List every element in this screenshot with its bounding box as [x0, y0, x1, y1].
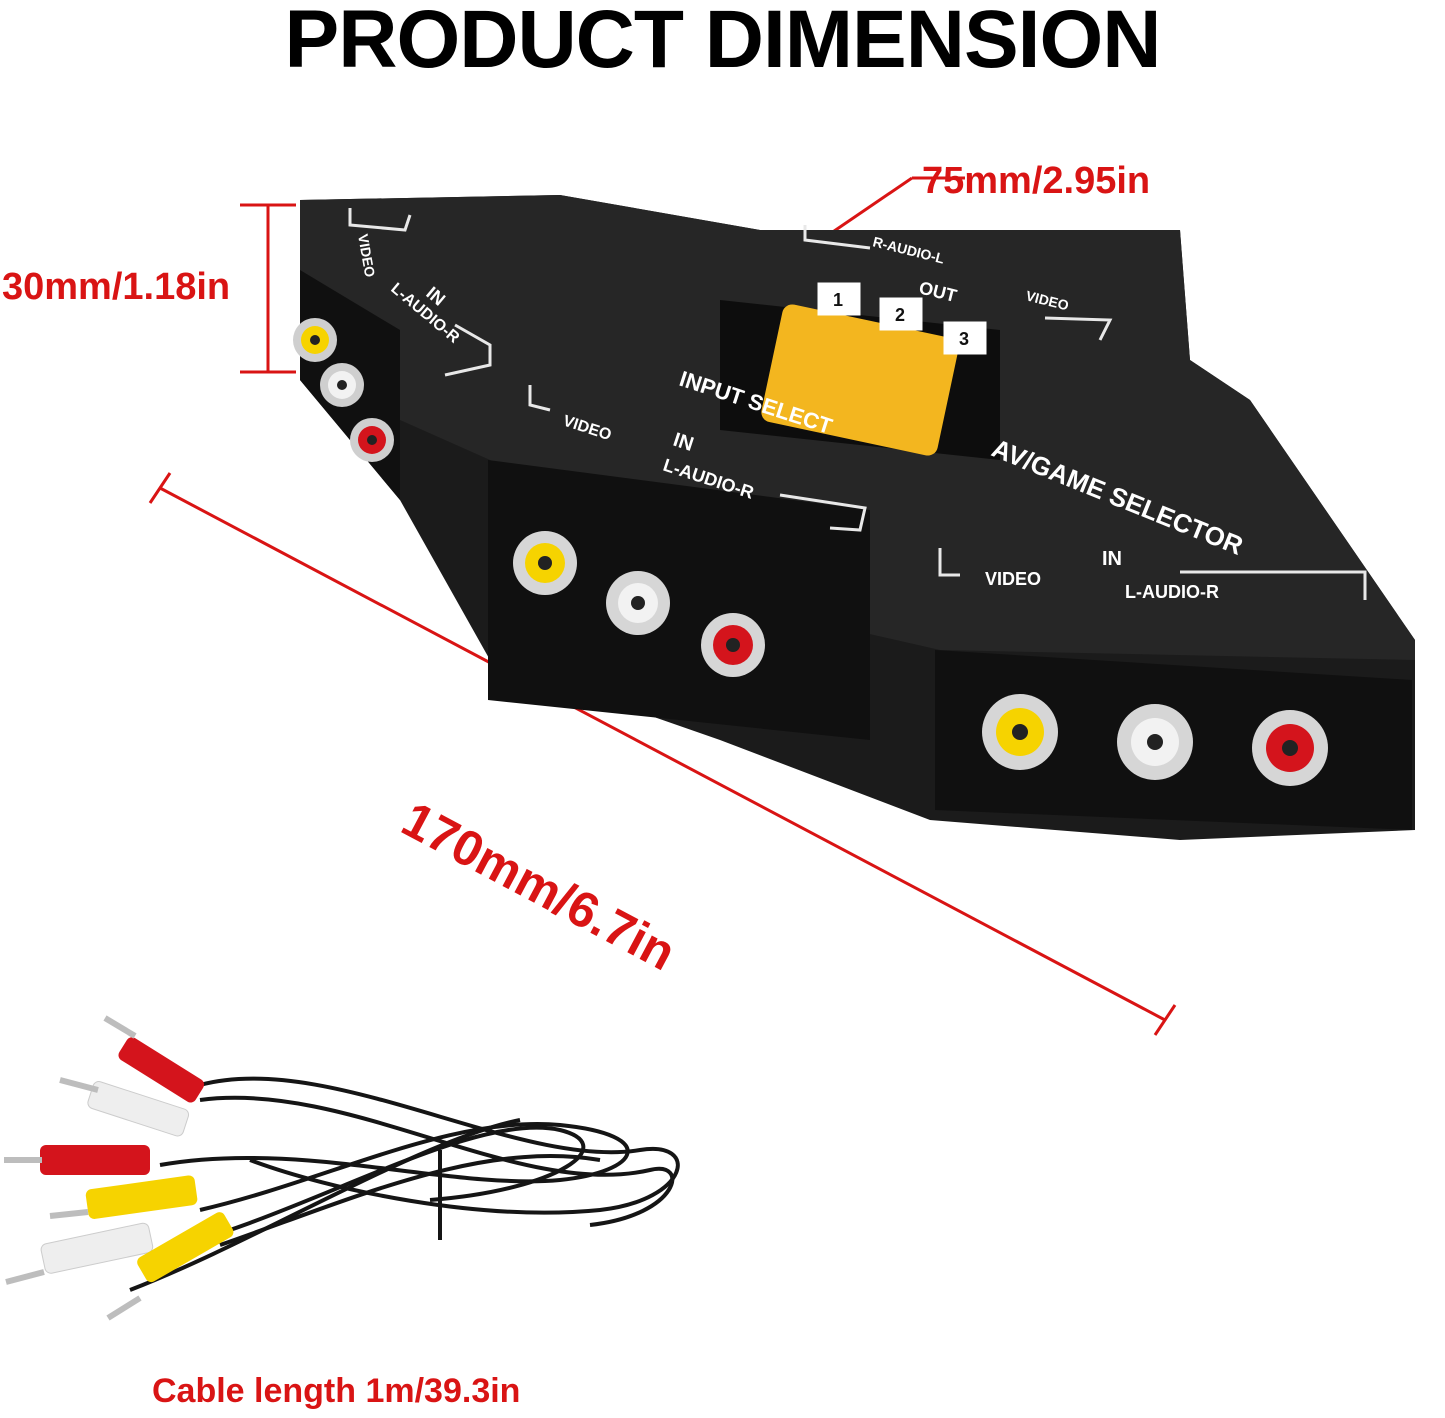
rca-cable: [4, 1015, 680, 1321]
plug-yellow-bottom: [106, 1212, 234, 1321]
plug-red-top: [103, 1015, 205, 1103]
in2-jacks: [513, 531, 765, 677]
in2-audio-r-jack[interactable]: [701, 613, 765, 677]
in3-prefix-label: IN: [1102, 548, 1122, 570]
position-3-label: 3: [959, 329, 969, 349]
height-dimension-line: [240, 203, 296, 374]
input-select-switch[interactable]: [759, 303, 960, 458]
width-dimension-label: 75mm/2.95in: [922, 160, 1151, 202]
plug-red-mid: [4, 1145, 150, 1175]
in1-jacks: [293, 318, 394, 462]
in1-video-jack[interactable]: [293, 318, 337, 362]
plug-yellow-mid: [49, 1175, 198, 1219]
in2-audio-l-jack[interactable]: [606, 571, 670, 635]
plug-white-top: [59, 1077, 190, 1137]
position-2-label: 2: [895, 305, 905, 325]
page-title: PRODUCT DIMENSION: [284, 0, 1162, 85]
in3-audio-r-jack[interactable]: [1252, 710, 1328, 786]
in3-audio-l-jack[interactable]: [1117, 704, 1193, 780]
in3-jacks: [982, 694, 1328, 786]
in1-video-label: VIDEO: [355, 233, 378, 279]
length-dimension-line: [148, 472, 1177, 1036]
in1-audio-r-jack[interactable]: [350, 418, 394, 462]
position-indicators: [817, 282, 987, 355]
in3-video-label: VIDEO: [985, 569, 1041, 589]
in3-video-jack[interactable]: [982, 694, 1058, 770]
in1-audio-l-jack[interactable]: [320, 363, 364, 407]
av-selector-device: [300, 195, 1415, 840]
plug-white-bottom: [5, 1222, 154, 1285]
cable-length-label: Cable length 1m/39.3in: [152, 1372, 521, 1410]
height-dimension-label: 30mm/1.18in: [2, 266, 231, 308]
position-1-label: 1: [833, 290, 843, 310]
in2-video-jack[interactable]: [513, 531, 577, 595]
in3-audio-label: L-AUDIO-R: [1125, 582, 1219, 602]
